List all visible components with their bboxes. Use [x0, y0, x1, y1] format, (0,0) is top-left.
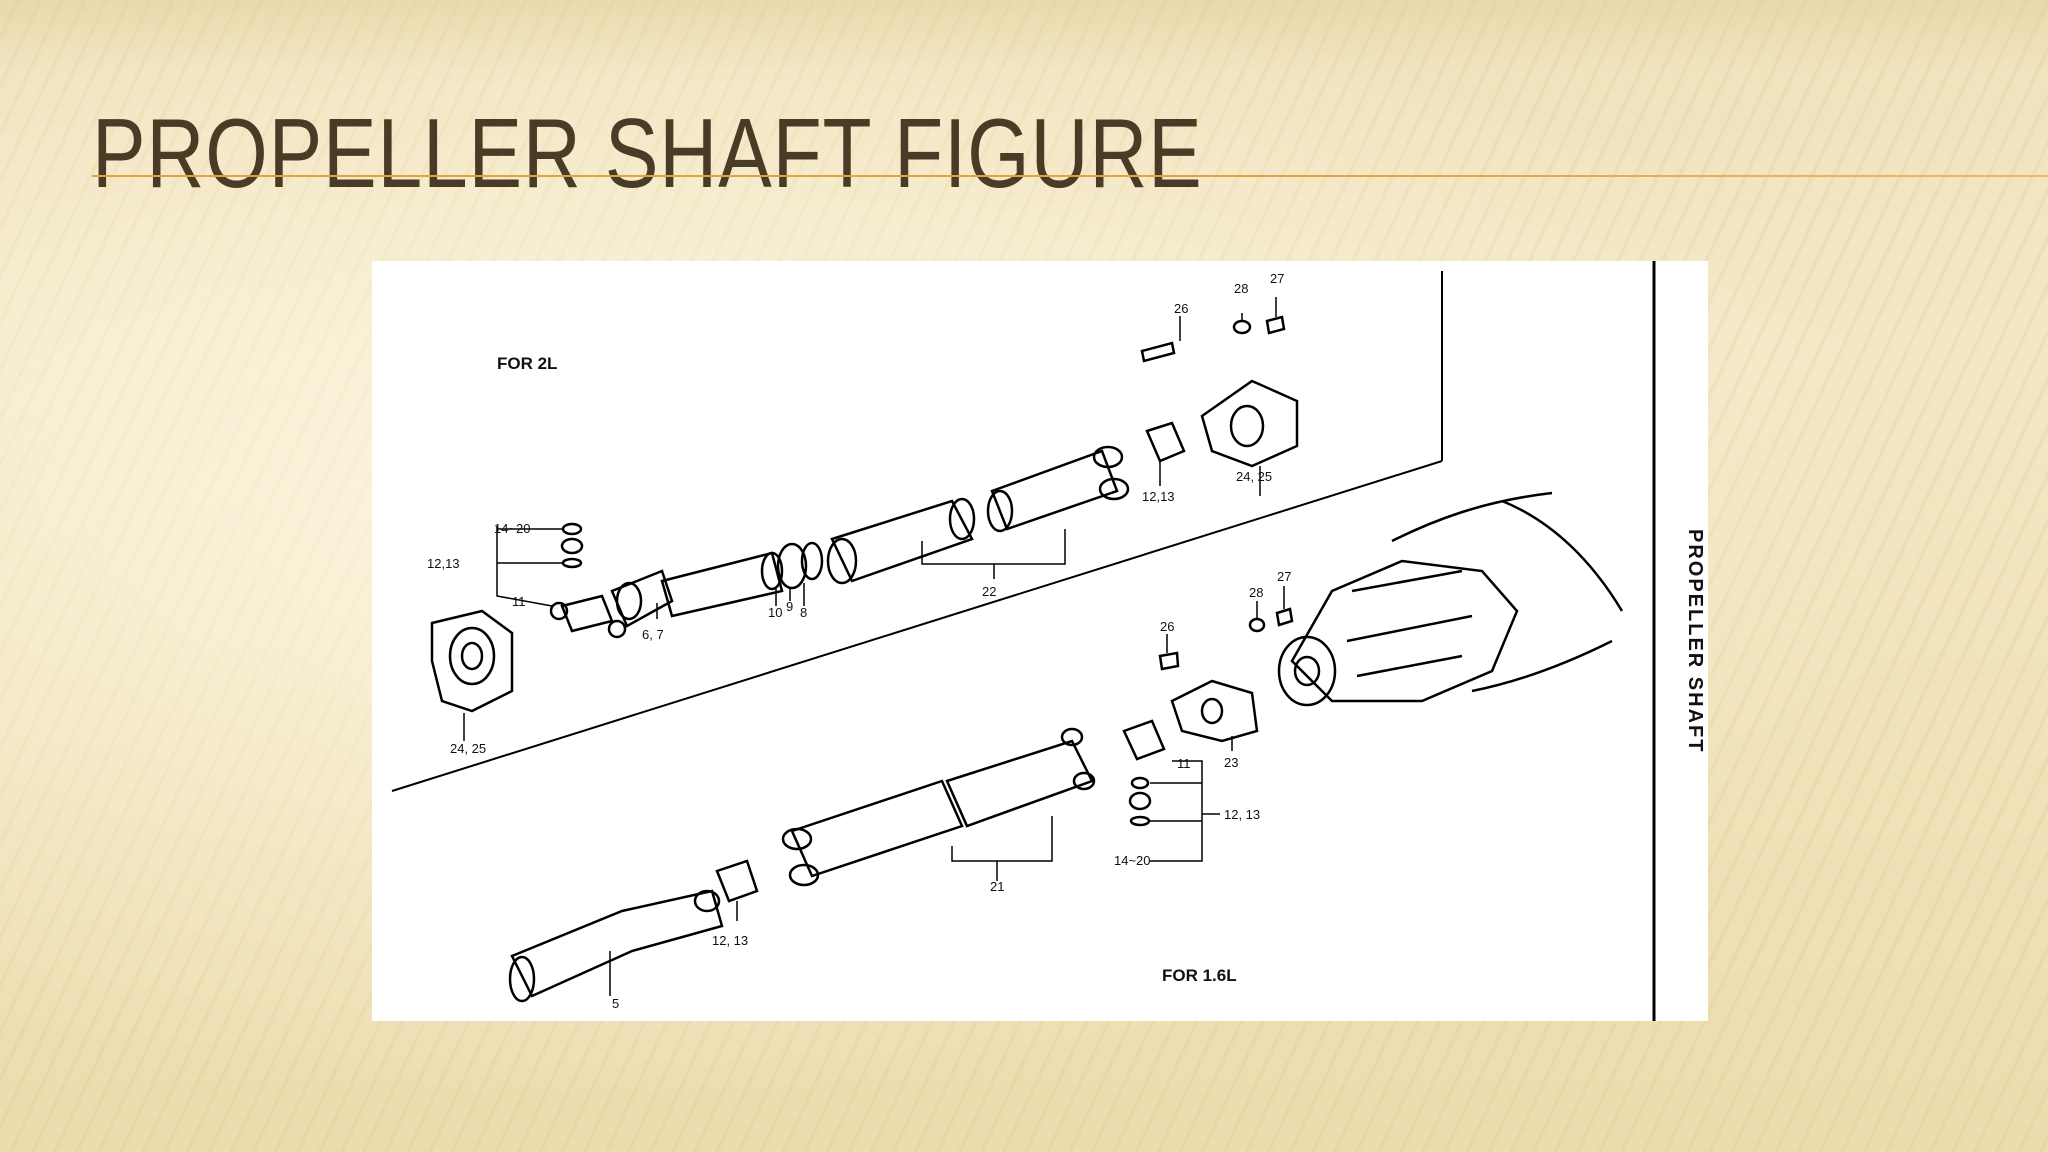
- spider-11: [1122, 719, 1166, 761]
- axle-outline-top: [1391, 491, 1553, 543]
- side-title-container: PROPELLER SHAFT: [1676, 529, 1708, 1021]
- callout-top-8: 8: [800, 605, 807, 620]
- callout-bottom-5: 5: [612, 996, 619, 1011]
- callout-bottom-26: 26: [1160, 619, 1174, 634]
- shaft-21a: [945, 739, 1094, 828]
- slide-title: PROPELLER SHAFT FIGURE: [92, 98, 1203, 208]
- exploded-view-diagram: FOR 2L FOR 1.6L 26 28 27 24, 25 12,13 22…: [391, 261, 1656, 1021]
- callout-bottom-21: 21: [990, 879, 1004, 894]
- differential-housing: [1290, 559, 1519, 703]
- flange-yoke-right: [1200, 379, 1299, 468]
- flange-yoke-23: [1170, 679, 1259, 743]
- callout-bottom-12-13-left: 12, 13: [712, 933, 748, 948]
- top-assembly: [430, 315, 1299, 713]
- callout-bottom-23: 23: [1224, 755, 1238, 770]
- slide-title-container: PROPELLER SHAFT FIGURE: [92, 98, 1392, 228]
- shaft-21b: [790, 779, 964, 878]
- callout-bottom-28: 28: [1249, 585, 1263, 600]
- axle-outline-lower: [1471, 639, 1613, 693]
- front-shaft-6-7: [660, 551, 784, 618]
- callout-top-12-13-right: 12,13: [1142, 489, 1175, 504]
- callout-bottom-27: 27: [1277, 569, 1291, 584]
- spider-right: [1145, 421, 1186, 463]
- callout-bottom-14-20: 14~20: [1114, 853, 1151, 868]
- side-title: PROPELLER SHAFT: [1684, 529, 1706, 754]
- top-leader-lines: [463, 297, 1277, 741]
- callout-bottom-12-13: 12, 13: [1224, 807, 1260, 822]
- title-underline-end: [1290, 175, 2048, 177]
- callout-top-11: 11: [512, 594, 526, 609]
- callout-bottom-11: 11: [1177, 756, 1191, 771]
- nut-27-top: [1265, 315, 1286, 335]
- section-divider-line: [391, 460, 1443, 792]
- bottom-leader-lines: [609, 586, 1285, 996]
- callout-top-10: 10: [768, 605, 782, 620]
- washer-28-bottom: [1248, 617, 1266, 633]
- callout-top-26: 26: [1174, 301, 1188, 316]
- rear-shaft-22b: [990, 449, 1119, 531]
- callout-top-14-20: 14~20: [494, 521, 531, 536]
- section-label-top: FOR 2L: [497, 354, 557, 373]
- axle-outline-upper: [1501, 499, 1624, 612]
- nut-27-bottom: [1275, 607, 1294, 627]
- section-label-bottom: FOR 1.6L: [1162, 966, 1237, 985]
- callout-top-9: 9: [786, 599, 793, 614]
- callout-top-28: 28: [1234, 281, 1248, 296]
- spider-left: [560, 594, 614, 633]
- washer-28-top: [1232, 319, 1252, 335]
- slip-yoke-5: [510, 889, 724, 998]
- bottom-assembly: [508, 491, 1624, 1003]
- background-top-band: [0, 0, 2048, 70]
- callout-top-24-25-left: 24, 25: [450, 741, 486, 756]
- pinion-flange: [1277, 635, 1337, 707]
- bolt-26-bottom: [1158, 651, 1180, 671]
- flange-yoke-left: [430, 609, 514, 713]
- propeller-shaft-figure: FOR 2L FOR 1.6L 26 28 27 24, 25 12,13 22…: [372, 261, 1708, 1021]
- callout-top-24-25-right: 24, 25: [1236, 469, 1272, 484]
- callout-top-22: 22: [982, 584, 996, 599]
- bolt-26-top: [1140, 341, 1176, 363]
- callout-top-27: 27: [1270, 271, 1284, 286]
- rear-shaft-22a: [830, 499, 974, 583]
- callout-top-6-7: 6, 7: [642, 627, 664, 642]
- callout-top-12-13-left: 12,13: [427, 556, 460, 571]
- spider-12-13: [715, 859, 759, 903]
- title-underline: [92, 175, 2048, 177]
